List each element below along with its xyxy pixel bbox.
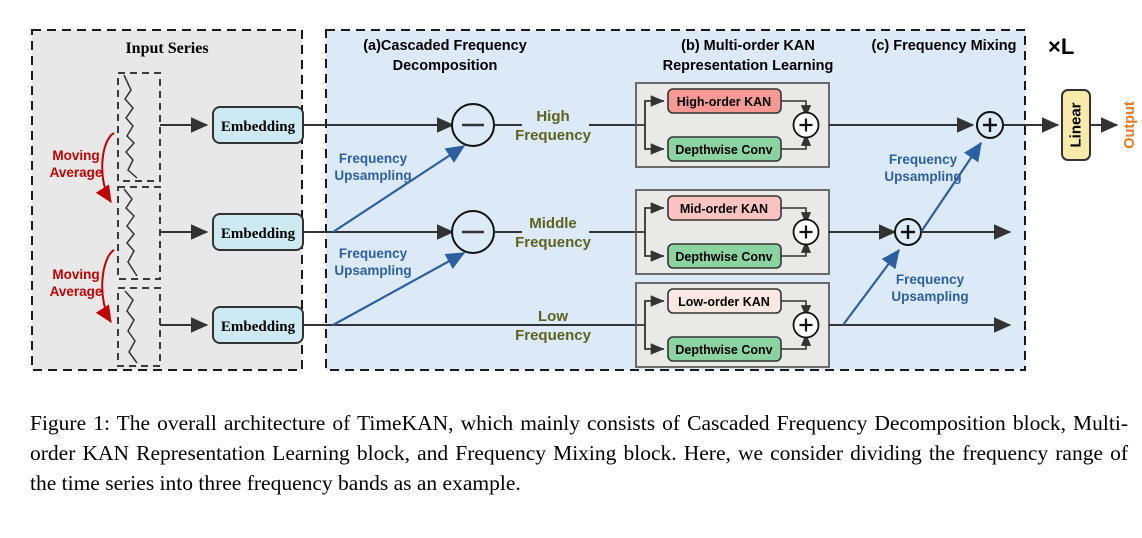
mixing-upsampling-label-1-line1: Frequency (889, 152, 958, 167)
upsampling-label-2-line1: Frequency (339, 246, 408, 261)
conv-block-high-label: Depthwise Conv (675, 143, 772, 157)
architecture-svg: Input Series (a)Cascaded Frequency Decom… (31, 29, 1138, 371)
kan-group-middle: Mid-order KAN Depthwise Conv (635, 189, 830, 275)
frequency-label-middle-line2: Frequency (515, 234, 592, 251)
embedding-block-3-label: Embedding (221, 319, 296, 335)
frequency-upsampling-arrow-mid-to-high (332, 145, 466, 233)
add-node-middle-kan[interactable] (792, 218, 820, 246)
kan-block-high-order[interactable]: High-order KAN (667, 88, 782, 114)
block-b-title-line2: Representation Learning (663, 58, 834, 74)
frequency-label-low-line1: Low (538, 308, 568, 325)
input-waveform-box-3 (117, 287, 161, 367)
mixing-upsampling-arrow-low-to-mid (842, 248, 900, 326)
moving-average-arrow-2 (95, 249, 115, 324)
kan-group-low: Low-order KAN Depthwise Conv (635, 282, 830, 368)
moving-average-label-1-line1: Moving (52, 148, 99, 163)
mixing-upsampling-label-2-line1: Frequency (896, 272, 965, 287)
conv-block-low[interactable]: Depthwise Conv (667, 336, 782, 362)
moving-average-label-1-line2: Average (50, 165, 103, 180)
figure-architecture-diagram: Input Series (a)Cascaded Frequency Decom… (31, 29, 1138, 371)
input-series-title: Input Series (125, 40, 208, 57)
linear-block-label: Linear (1068, 102, 1085, 147)
upsampling-label-1-line1: Frequency (339, 151, 408, 166)
conv-block-middle[interactable]: Depthwise Conv (667, 243, 782, 269)
add-node-mix-middle[interactable] (894, 218, 922, 246)
kan-block-low-order-label: Low-order KAN (678, 295, 770, 309)
linear-block[interactable]: Linear (1061, 89, 1091, 161)
block-a-title-line2: Decomposition (393, 58, 498, 74)
mixing-upsampling-label-1-line2: Upsampling (884, 169, 961, 184)
subtract-node-high[interactable] (451, 103, 495, 147)
mixing-upsampling-arrow-mid-to-high (920, 141, 982, 233)
kan-group-high: High-order KAN Depthwise Conv (635, 82, 830, 168)
frequency-label-high-line2: Frequency (515, 127, 592, 144)
embedding-block-1-label: Embedding (221, 119, 296, 135)
moving-average-arrow-1 (95, 132, 115, 204)
kan-block-mid-order-label: Mid-order KAN (680, 202, 768, 216)
figure-caption: Figure 1: The overall architecture of Ti… (30, 408, 1128, 498)
moving-average-label-2-line2: Average (50, 284, 103, 299)
mixing-upsampling-label-2-line2: Upsampling (891, 289, 968, 304)
frequency-label-low-line2: Frequency (515, 327, 592, 344)
block-c-title: (c) Frequency Mixing (871, 38, 1016, 54)
upsampling-label-2-line2: Upsampling (334, 263, 411, 278)
frequency-label-middle-line1: Middle (529, 215, 577, 232)
add-node-mix-high[interactable] (976, 111, 1004, 139)
add-node-low-kan[interactable] (792, 311, 820, 339)
block-b-title-line1: (b) Multi-order KAN (681, 38, 815, 54)
conv-block-low-label: Depthwise Conv (675, 343, 772, 357)
embedding-block-1[interactable]: Embedding (212, 106, 304, 144)
output-label: Output (1122, 101, 1138, 149)
kan-block-high-order-label: High-order KAN (677, 95, 771, 109)
embedding-block-2[interactable]: Embedding (212, 213, 304, 251)
embedding-block-2-label: Embedding (221, 226, 296, 242)
figure-caption-label: Figure 1: (30, 411, 110, 435)
kan-block-mid-order[interactable]: Mid-order KAN (667, 195, 782, 221)
upsampling-label-1-line2: Upsampling (334, 168, 411, 183)
figure-caption-text: The overall architecture of TimeKAN, whi… (30, 411, 1128, 495)
block-a-title-line1: (a)Cascaded Frequency (363, 38, 527, 54)
subtract-node-middle[interactable] (451, 210, 495, 254)
repeat-count-label: ×L (1048, 34, 1074, 59)
frequency-upsampling-arrow-low-to-mid (332, 252, 466, 326)
moving-average-label-2-line1: Moving (52, 267, 99, 282)
conv-block-high[interactable]: Depthwise Conv (667, 136, 782, 162)
frequency-label-high-line1: High (536, 108, 569, 125)
conv-block-middle-label: Depthwise Conv (675, 250, 772, 264)
input-waveform-box-1 (117, 72, 161, 182)
embedding-block-3[interactable]: Embedding (212, 306, 304, 344)
kan-block-low-order[interactable]: Low-order KAN (667, 288, 782, 314)
add-node-high-kan[interactable] (792, 111, 820, 139)
